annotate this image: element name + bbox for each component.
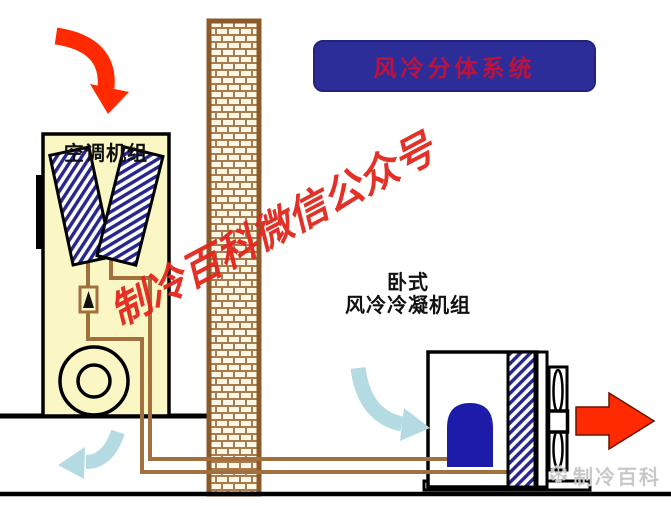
condenser-intake-arrow-icon: [350, 366, 430, 441]
brand-logo-text: 制冷百科: [572, 467, 661, 489]
blower-fan-inner: [76, 363, 112, 399]
return-air-arrow-icon: [54, 27, 129, 114]
fan-blade-top: [552, 368, 564, 414]
title-banner: 风冷分体系统: [313, 40, 596, 92]
supply-air-arrow-icon: [58, 429, 125, 479]
snowflake-icon: ❆: [548, 461, 569, 489]
outdoor-unit-panel: [535, 350, 549, 489]
brand-logo: ❆ 制冷百科: [548, 461, 661, 490]
outdoor-unit-label: 卧式 风冷冷凝机组: [323, 272, 493, 318]
indoor-unit-label: 空调机组: [64, 143, 148, 165]
compressor: [447, 403, 493, 467]
condenser-coil: [506, 350, 537, 489]
refrigerant-pipe-suction: [109, 250, 493, 461]
evaporator-coil-left: [48, 145, 114, 267]
fan-hub: [546, 409, 570, 434]
outdoor-unit-label-line1: 卧式: [387, 272, 429, 294]
title-text: 风冷分体系统: [373, 55, 536, 81]
indoor-unit-bracket: [36, 175, 42, 249]
brick-wall: [206, 18, 262, 497]
expansion-valve-triangle: [83, 291, 94, 308]
outdoor-unit-label-line2: 风冷冷凝机组: [345, 295, 471, 317]
evaporator-coil-right: [95, 145, 165, 267]
exhaust-air-arrow-icon: [575, 391, 656, 451]
